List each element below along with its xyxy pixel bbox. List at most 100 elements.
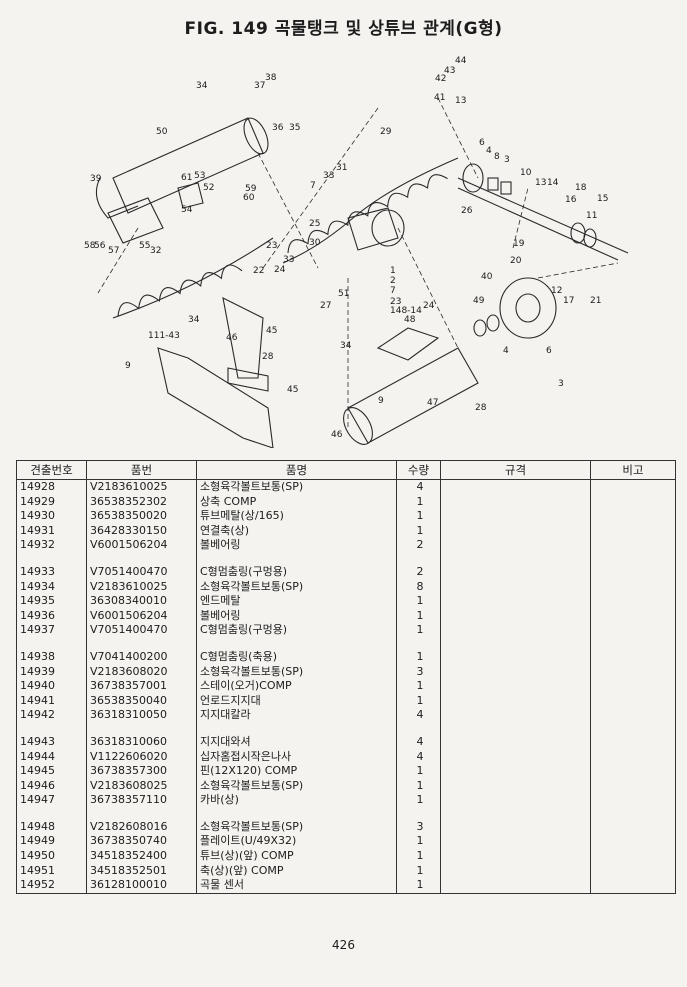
cell-remarks bbox=[590, 749, 676, 765]
cell-part-name: C형멈춤링(구멍용) bbox=[196, 564, 397, 580]
callout-label: 6 bbox=[479, 138, 485, 148]
table-spacer bbox=[16, 552, 676, 565]
callout-label: 45 bbox=[266, 326, 277, 336]
callout-label: 3 bbox=[558, 379, 564, 389]
cell-ref-no: 14931 bbox=[16, 523, 87, 539]
callout-label: 47 bbox=[427, 398, 438, 408]
callout-label: 35 bbox=[289, 123, 300, 133]
callout-label: 2 bbox=[390, 276, 396, 286]
callout-label: 21 bbox=[590, 296, 601, 306]
cell-qty: 1 bbox=[396, 778, 441, 794]
cell-remarks bbox=[590, 679, 676, 694]
callout-label: 46 bbox=[331, 430, 343, 440]
cell-part-no: 36738357300 bbox=[86, 764, 197, 779]
cell-ref-no: 14946 bbox=[16, 778, 87, 794]
cell-part-no: 36538350020 bbox=[86, 509, 197, 524]
callout-label: 31 bbox=[336, 163, 347, 173]
cell-qty bbox=[396, 807, 441, 820]
callout-label: 14 bbox=[547, 178, 559, 188]
callout-label: 23 bbox=[266, 241, 277, 251]
callout-label: 59 bbox=[245, 184, 257, 194]
cell-part-no: 34518352400 bbox=[86, 849, 197, 864]
callout-label: 24 bbox=[274, 265, 286, 275]
cell-remarks bbox=[590, 849, 676, 864]
page-number: 426 bbox=[332, 938, 355, 952]
cell-remarks bbox=[590, 579, 676, 595]
cell-part-name bbox=[196, 637, 397, 650]
cell-qty: 4 bbox=[396, 734, 441, 750]
cell-part-no: 36738350740 bbox=[86, 834, 197, 850]
callout-label: 19 bbox=[513, 239, 525, 249]
cell-ref-no bbox=[16, 722, 87, 735]
cell-spec bbox=[440, 734, 591, 750]
cell-part-name: 스테이(오거)COMP bbox=[196, 679, 397, 694]
cell-part-name: 카바(상) bbox=[196, 793, 397, 808]
cell-qty: 1 bbox=[396, 494, 441, 510]
cell-remarks bbox=[590, 494, 676, 510]
cell-remarks bbox=[590, 664, 676, 680]
cell-qty bbox=[396, 552, 441, 565]
cell-part-no bbox=[86, 552, 197, 565]
cell-spec bbox=[440, 749, 591, 765]
cell-part-name: 축(상)(앞) COMP bbox=[196, 863, 397, 879]
callout-label: 37 bbox=[254, 81, 265, 91]
callout-label: 6 bbox=[546, 346, 552, 356]
callout-label: 13 bbox=[535, 178, 546, 188]
callout-label: 28 bbox=[262, 352, 274, 362]
cell-ref-no: 14928 bbox=[16, 479, 87, 495]
cell-spec bbox=[440, 564, 591, 580]
cell-part-name: 소형육각볼트보통(SP) bbox=[196, 479, 397, 495]
callout-label: 9 bbox=[378, 396, 384, 406]
cell-part-name: 소형육각볼트보통(SP) bbox=[196, 664, 397, 680]
cell-qty: 1 bbox=[396, 523, 441, 539]
cell-ref-no: 14929 bbox=[16, 494, 87, 510]
cell-part-name: 소형육각볼트보통(SP) bbox=[196, 819, 397, 835]
cell-part-no: 36738357110 bbox=[86, 793, 197, 808]
callout-label: 46 bbox=[226, 333, 238, 343]
cell-ref-no: 14934 bbox=[16, 579, 87, 595]
callout-label: 43 bbox=[444, 66, 455, 76]
callout-label: 30 bbox=[309, 238, 321, 248]
cell-ref-no: 14943 bbox=[16, 734, 87, 750]
cell-ref-no: 14951 bbox=[16, 863, 87, 879]
cell-spec bbox=[440, 693, 591, 709]
callout-label: 8 bbox=[494, 152, 500, 162]
cell-part-name: 플레이트(U/49X32) bbox=[196, 834, 397, 850]
cell-qty: 1 bbox=[396, 608, 441, 624]
cell-spec bbox=[440, 509, 591, 524]
table-spacer bbox=[16, 807, 676, 820]
cell-part-no: V2183608025 bbox=[86, 778, 197, 794]
cell-qty bbox=[396, 637, 441, 650]
callout-label: 4 bbox=[503, 346, 509, 356]
cell-remarks bbox=[590, 764, 676, 779]
callout-label: 36 bbox=[272, 123, 284, 133]
cell-spec bbox=[440, 722, 591, 735]
cell-part-name bbox=[196, 807, 397, 820]
cell-part-name: 지지대와셔 bbox=[196, 734, 397, 750]
callout-label: 20 bbox=[510, 256, 522, 266]
cell-part-name: 엔드메탈 bbox=[196, 594, 397, 609]
cell-qty: 1 bbox=[396, 849, 441, 864]
callout-label: 10 bbox=[520, 168, 532, 178]
cell-qty: 4 bbox=[396, 708, 441, 723]
cell-ref-no: 14942 bbox=[16, 708, 87, 723]
cell-qty: 1 bbox=[396, 793, 441, 808]
cell-spec bbox=[440, 552, 591, 565]
cell-remarks bbox=[590, 509, 676, 524]
cell-qty: 2 bbox=[396, 538, 441, 553]
cell-part-no: 36538352302 bbox=[86, 494, 197, 510]
cell-spec bbox=[440, 834, 591, 850]
cell-spec bbox=[440, 608, 591, 624]
cell-part-no: V6001506204 bbox=[86, 538, 197, 553]
